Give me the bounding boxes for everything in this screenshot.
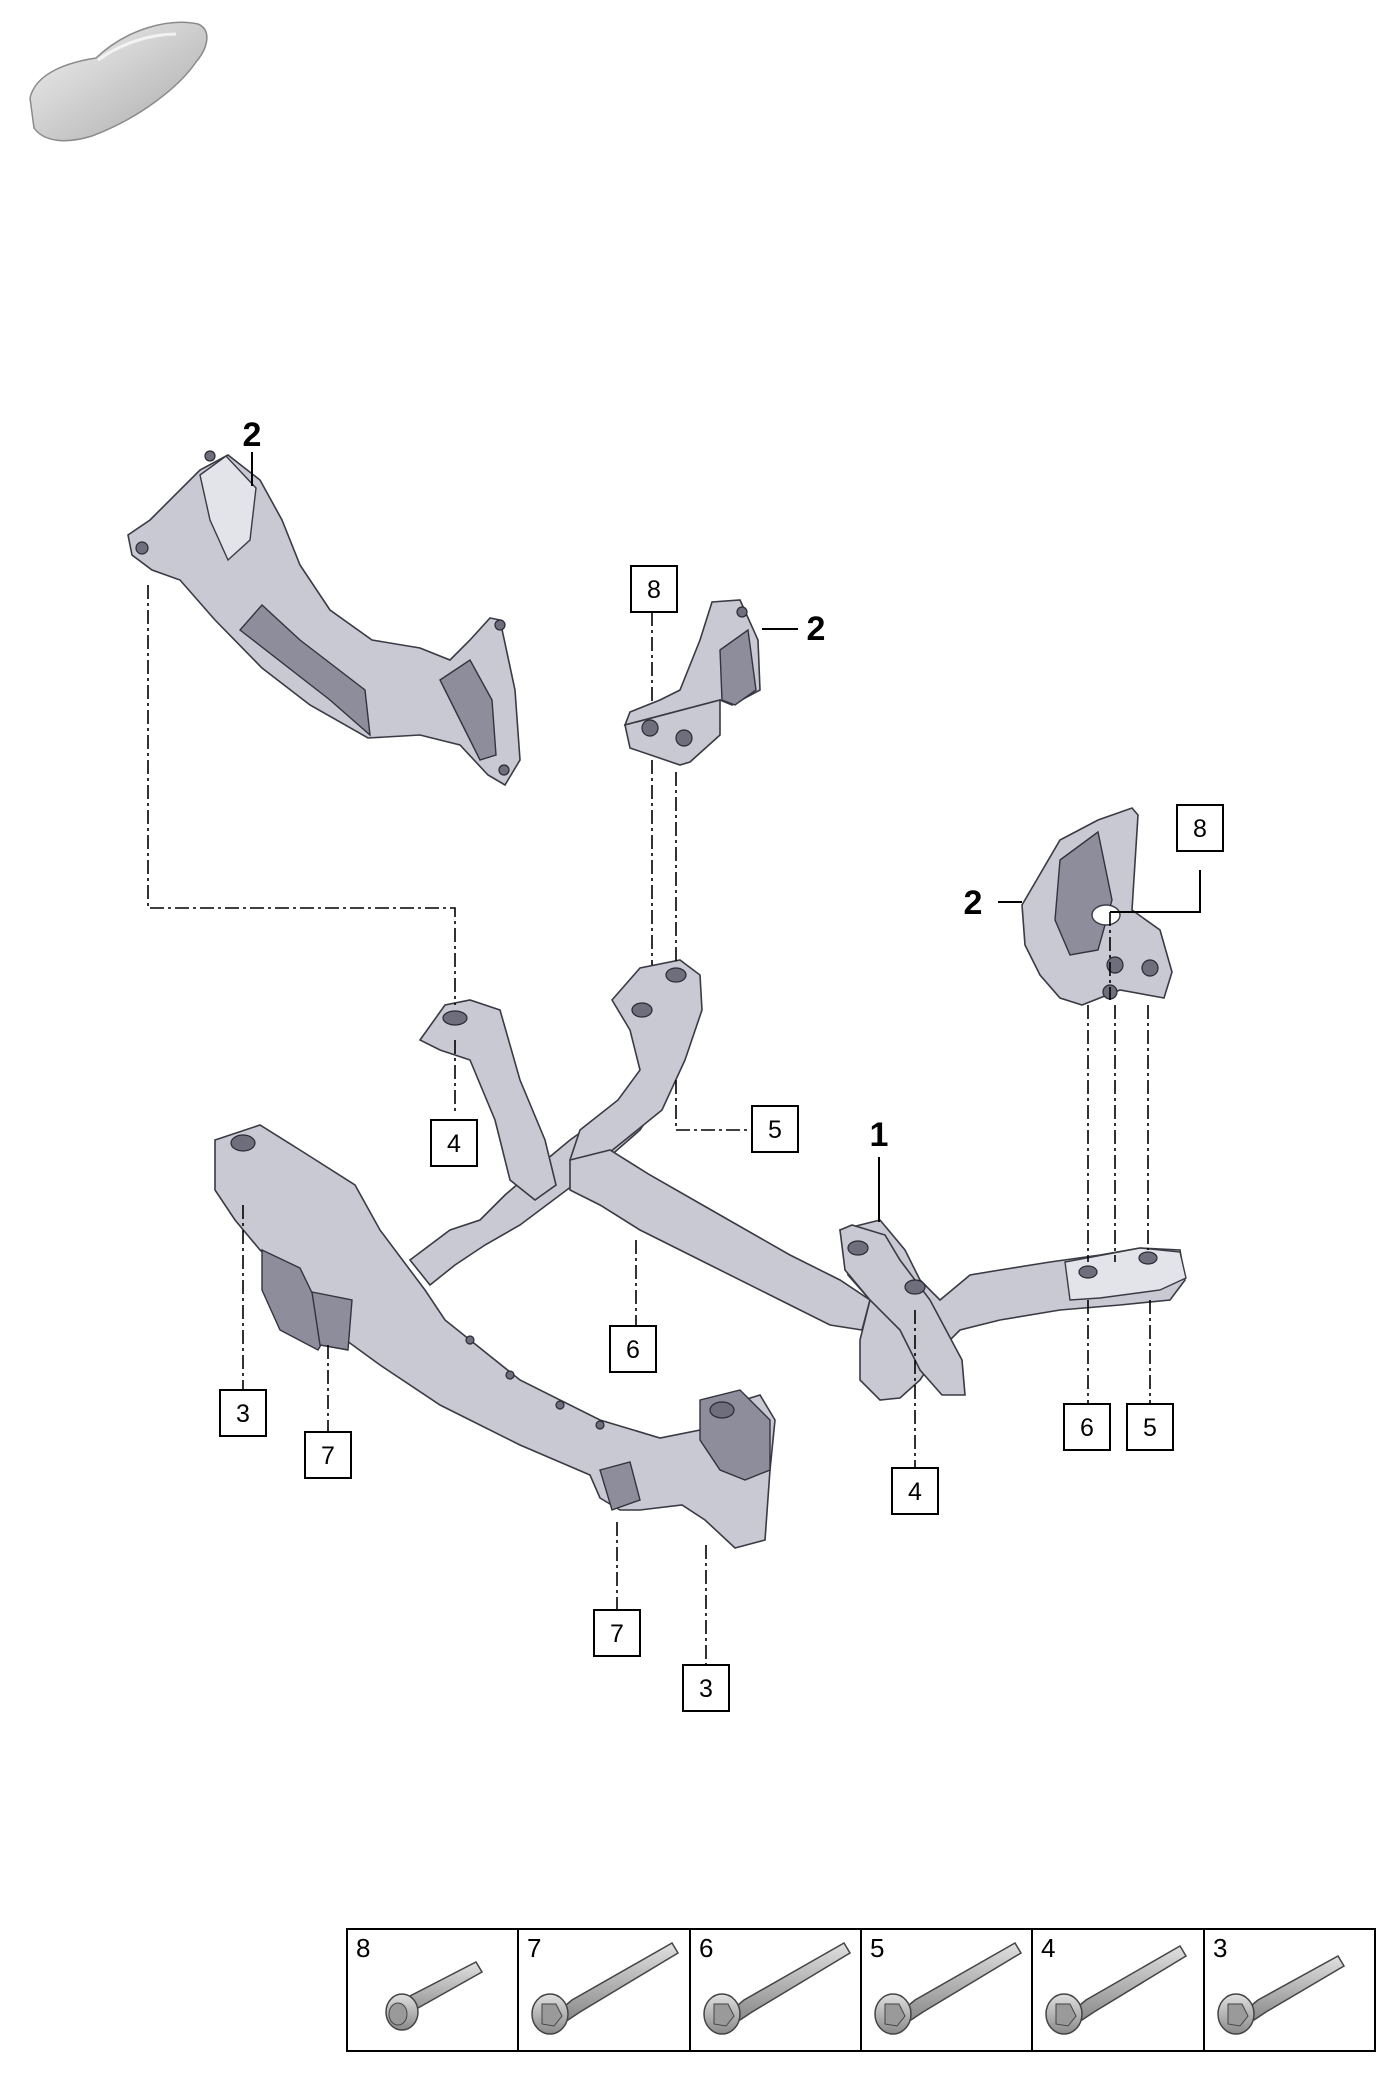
legend-cell-5: 5 [870, 1933, 1023, 2035]
fastener-legend-strip: 8 7 6 5 [346, 1928, 1376, 2052]
long-flange-bolt-icon [531, 1941, 680, 2035]
legend-cell-7: 7 [527, 1933, 680, 2035]
callout-box: 8 [630, 565, 678, 613]
callout-box: 6 [1063, 1403, 1111, 1451]
callout-box: 5 [751, 1105, 799, 1153]
callout-label: 7 [610, 1620, 624, 1648]
legend-cell-3: 3 [1213, 1933, 1346, 2035]
callout-label: 3 [699, 1675, 713, 1703]
part-label-bracket-left: 2 [243, 416, 262, 454]
engine-mount-bracket-left [127, 450, 521, 787]
legend-number: 6 [699, 1933, 713, 1963]
short-flange-bolt-icon [385, 1961, 484, 2031]
legend-cell-6: 6 [699, 1933, 852, 2035]
callout-box: 7 [593, 1609, 641, 1657]
long-flange-bolt-icon [1045, 1944, 1188, 2035]
callout-box: 6 [609, 1325, 657, 1373]
legend-cell-4: 4 [1041, 1933, 1188, 2035]
callout-label: 6 [1080, 1414, 1094, 1442]
callout-label: 4 [447, 1130, 461, 1158]
callout-box: 5 [1126, 1403, 1174, 1451]
legend-number: 4 [1041, 1933, 1055, 1963]
part-label-subframe: 1 [870, 1116, 889, 1154]
callout-box: 4 [430, 1119, 478, 1167]
front-axle-subframe [214, 959, 1187, 1549]
callout-box: 3 [219, 1389, 267, 1437]
part-label-bracket-right: 2 [964, 884, 983, 922]
part-label-bracket-middle: 2 [807, 610, 826, 648]
engine-mount-bracket-middle [623, 599, 761, 766]
callout-label: 8 [647, 576, 661, 604]
legend-number: 3 [1213, 1933, 1227, 1963]
long-flange-bolt-icon [874, 1941, 1023, 2035]
callout-label: 3 [236, 1400, 250, 1428]
callout-box: 7 [304, 1431, 352, 1479]
engine-mount-bracket-right [1021, 807, 1173, 1006]
callout-label: 4 [908, 1478, 922, 1506]
long-flange-bolt-icon [703, 1941, 852, 2035]
callout-label: 7 [321, 1442, 335, 1470]
leader-lines [147, 452, 1201, 1665]
callout-box: 3 [682, 1664, 730, 1712]
legend-cell-8: 8 [356, 1933, 484, 2031]
callout-box: 4 [891, 1467, 939, 1515]
callout-label: 5 [1143, 1414, 1157, 1442]
legend-number: 5 [870, 1933, 884, 1963]
callout-label: 8 [1193, 815, 1207, 843]
legend-number: 7 [527, 1933, 541, 1963]
callout-label: 6 [626, 1336, 640, 1364]
callout-box: 8 [1176, 804, 1224, 852]
medium-flange-bolt-icon [1217, 1954, 1346, 2035]
vehicle-thumbnail-icon [29, 21, 208, 142]
legend-number: 8 [356, 1933, 370, 1963]
callout-label: 5 [768, 1116, 782, 1144]
